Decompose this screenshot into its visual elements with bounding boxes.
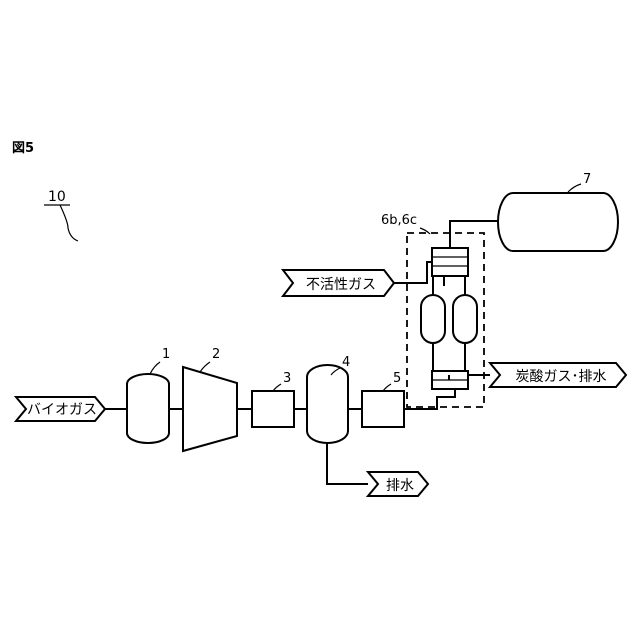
adsorption-column-6b: [421, 295, 445, 343]
inert-gas-inlet-label: 不活性ガス: [306, 277, 376, 293]
component-4-label: 4: [342, 355, 350, 370]
pipe-5-to-6: [404, 389, 455, 409]
component-3-label: 3: [283, 371, 291, 386]
storage-tank-7: [498, 193, 618, 251]
separator-4: [307, 365, 348, 443]
component-1-label: 1: [162, 347, 170, 362]
component-5-label: 5: [393, 371, 401, 386]
component-7-leader: [568, 184, 581, 192]
component-3-leader: [273, 384, 281, 391]
drain-pipe: [327, 443, 368, 484]
biogas-inlet-label: バイオガス: [27, 402, 97, 418]
component-7-label: 7: [583, 172, 591, 187]
pipe-6-to-7: [450, 221, 500, 248]
system-ref-label: 10: [48, 189, 66, 205]
vessel-1: [127, 374, 169, 443]
figure-label: 図5: [12, 141, 34, 156]
component-2-label: 2: [212, 347, 220, 362]
compressor-2: [183, 367, 237, 451]
top-manifold-box: [432, 248, 468, 276]
unit-5: [362, 391, 404, 427]
component-6-label: 6b,6c: [381, 213, 417, 228]
component-5-leader: [383, 384, 391, 391]
component-1-leader: [150, 362, 160, 374]
unit-3: [252, 391, 294, 427]
drain-outlet-label: 排水: [386, 478, 414, 494]
component-2-leader: [200, 362, 210, 372]
adsorption-column-6c: [453, 295, 477, 343]
co2-drain-outlet-label: 炭酸ガス･排水: [516, 369, 607, 385]
system-ref-leader: [44, 205, 78, 241]
inert-gas-pipe: [394, 262, 432, 283]
